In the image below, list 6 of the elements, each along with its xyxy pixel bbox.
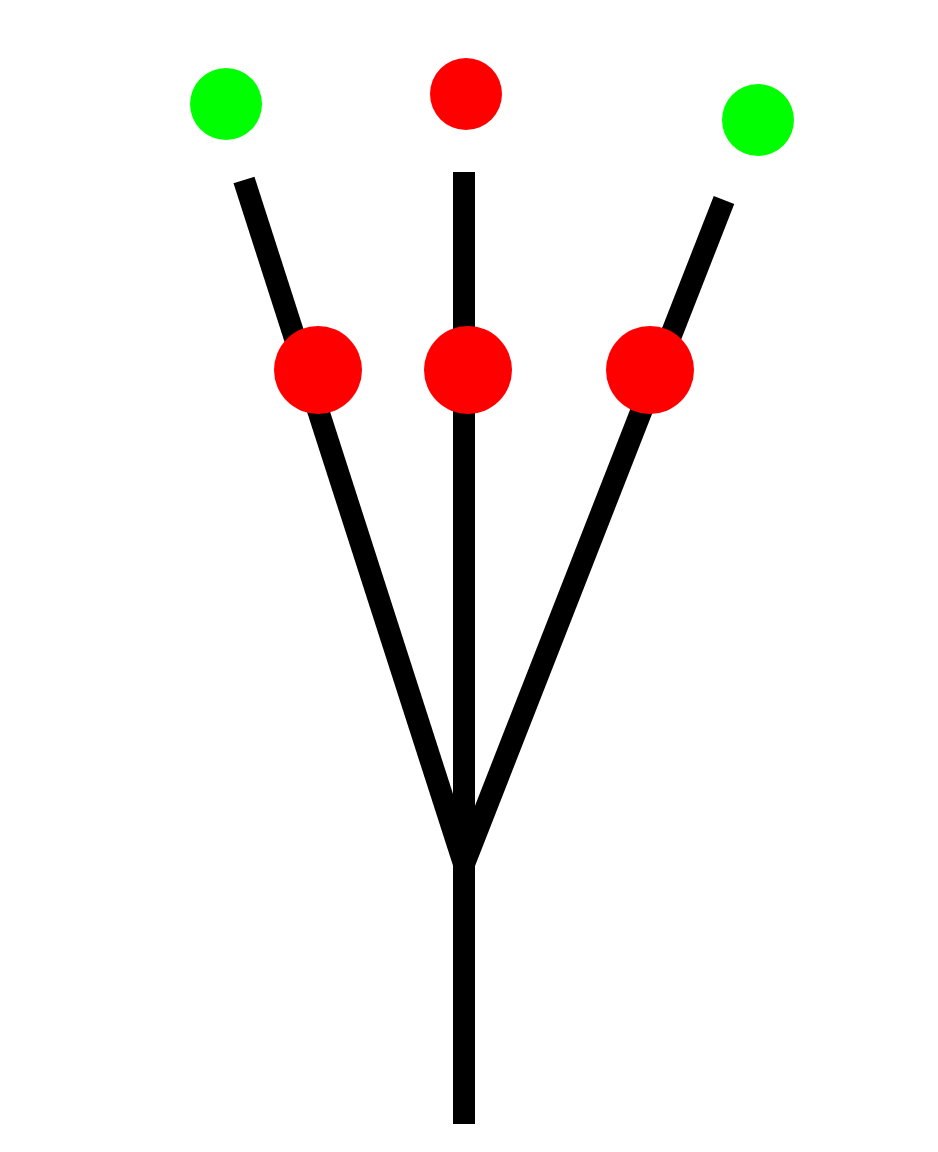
dot [274,326,362,414]
dot [424,326,512,414]
dot [722,84,794,156]
dot [606,326,694,414]
dot [190,68,262,140]
dot [430,58,502,130]
